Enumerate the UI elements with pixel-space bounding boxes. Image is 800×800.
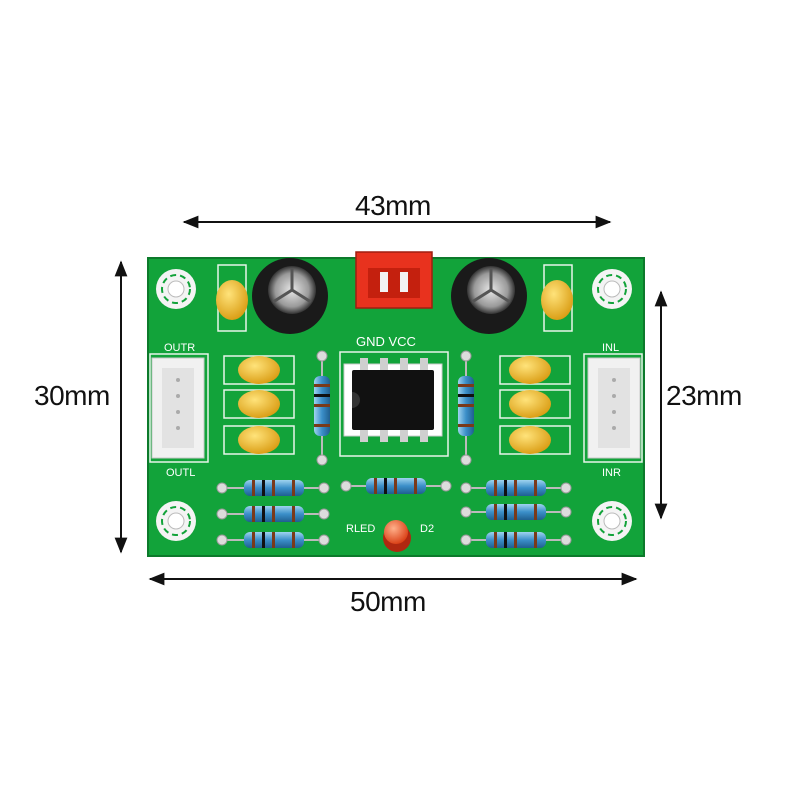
dimension-bottom-label: 50mm	[350, 586, 426, 617]
resistor-vertical-right	[458, 356, 474, 460]
label-led: RLED	[346, 523, 375, 535]
power-connector	[355, 251, 433, 309]
label-gnd-vcc: GND VCC	[356, 334, 416, 349]
op-amp-chip	[343, 358, 443, 442]
label-inl: INL	[602, 342, 619, 354]
label-d2: D2	[420, 523, 434, 535]
input-connector	[587, 357, 641, 459]
output-connector	[151, 357, 205, 459]
ceramic-capacitors	[216, 280, 573, 454]
dimension-right-label: 23mm	[666, 380, 742, 411]
electrolytic-capacitor-left	[252, 258, 328, 334]
label-outr: OUTR	[164, 342, 195, 354]
electrolytic-capacitor-right	[451, 258, 527, 334]
resistors-horizontal	[220, 478, 568, 548]
dimension-top-label: 43mm	[355, 190, 431, 221]
solder-pads	[216, 350, 572, 546]
label-outl: OUTL	[166, 467, 195, 479]
dimension-left-label: 30mm	[34, 380, 110, 411]
label-inr: INR	[602, 467, 621, 479]
resistor-vertical-left	[314, 356, 330, 460]
status-led	[383, 520, 411, 552]
mounting-holes	[156, 269, 632, 541]
